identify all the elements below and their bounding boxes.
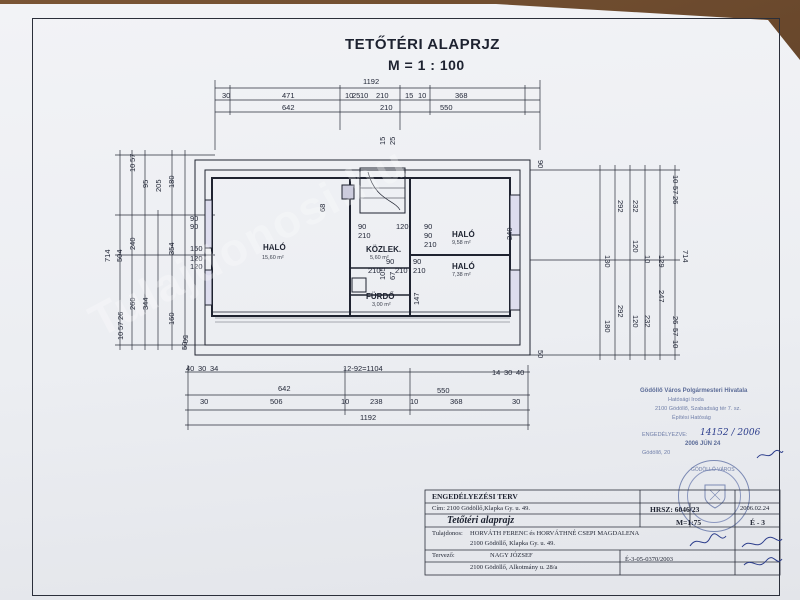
dim-top-total: 1192 [363,77,380,86]
dim-bottom-b-2: 10 [341,397,350,406]
tb-scale: M=1:75 [676,518,702,527]
dim-bottom-a-7: 40 [516,368,525,377]
dim-left-col-5: 150 [190,244,203,253]
room-halo-3-name: HALÓ [452,262,475,271]
tb-sheet-title: Tetőtéri alaprajz [447,515,515,526]
dim-left-small-11: 90 [190,222,199,231]
dim-top-left-0: 30 [222,91,231,100]
owner-signature [689,533,727,547]
tb-owner: HORVÁTH FERENC és HORVÁTHNÉ CSEPI MAGDAL… [470,530,640,537]
stamp-office: Gödöllő Város Polgármesteri Hivatala [640,388,748,394]
dim-bottom-a-4: 12-92=1104 [343,364,383,373]
stamp-address: 2100 Gödöllő, Szabadság tér 7. sz. [655,406,741,412]
dim-inner-7: 210 [368,266,381,275]
dim-inner-0: 90 [358,222,367,231]
dim-top-right-1: 550 [440,103,453,112]
tb-hrsz: HRSZ: 6046/23 [650,505,700,514]
room-halo-1-area: 15,60 m² [262,255,284,261]
dim-bottom-b-6: 30 [512,397,521,406]
dim-top-mid-0: 10 [345,91,354,100]
tb-designer: NAGY JÓZSEF [490,552,533,559]
dim-inner-2: 90 [424,222,433,231]
tb-date: 2006.02.24 [740,505,770,512]
dim-top-left-2: 642 [282,103,295,112]
dim-inner-5: 210 [424,240,437,249]
dim-bottom-a-6: 30 [504,368,513,377]
tb-license: É-3-05-0370/2003 [625,556,674,563]
stamp-permit-label: ENGEDÉLYEZVE: [642,432,688,438]
room-kozlekedo-name: KÖZLEK. [366,245,402,254]
dim-left-small-5: 90 [190,214,199,223]
dim-top-right-0: 368 [455,91,468,100]
tb-owner-label: Tulajdonos: [432,530,463,537]
stamp-date: 2006 JÚN 24 [685,441,721,447]
tb-owner-address: 2100 Gödöllő, Klapka Gy. u. 49. [470,540,555,547]
dim-top-mid-4: 210 [380,103,393,112]
dim-inner-9: 210 [413,266,426,275]
signature-mark [756,449,784,459]
dim-top-mid-2: 10 [360,91,369,100]
dim-inner-4: 90 [424,231,433,240]
tb-sheet-no: É - 3 [750,518,765,527]
room-halo-1-name: HALÓ [263,243,286,252]
tb-address: Cím: 2100 Gödöllő,Klapka Gy. u. 49. [432,505,530,512]
dim-inner-8: 90 [413,257,422,266]
dim-left-col-6: 120 [190,254,203,263]
stamp-office2: Hatósági Iroda [668,397,704,403]
room-kozlekedo-area: 5,60 m² [370,255,389,261]
dim-bottom-b-0: 30 [200,397,209,406]
seal-text: GÖDÖLLŐ VÁROS [691,467,735,473]
coat-of-arms-icon [704,484,726,509]
tb-designer-address: 2100 Gödöllő, Alkotmány u. 28/a [470,564,558,571]
room-halo-2-name: HALÓ [452,230,475,239]
dim-inner-3: 210 [358,231,371,240]
round-seal: GÖDÖLLŐ VÁROS [678,460,750,532]
dim-bottom-a-1: 30 [198,364,207,373]
dim-bottom-a-5: 14 [492,368,501,377]
drawing-title: TETŐTÉRI ALAPRJZ [345,36,500,53]
tb-plan-type: ENGEDÉLYEZÉSI TERV [432,492,518,501]
dim-inner-6: 90 [386,257,395,266]
dim-top-mid-6: 10 [418,91,427,100]
room-furdo-area: 3,00 m² [372,302,391,308]
stamp-place-label: Gödöllő, 20 [642,450,671,456]
room-halo-2-area: 9,58 m² [452,240,471,246]
room-furdo-name: FÜRDŐ [366,292,395,301]
dim-bottom-total: 1192 [360,413,377,422]
stamp-dept: Építési Hatóság [672,415,711,421]
drawing-frame [32,18,780,596]
room-halo-3-area: 7,38 m² [452,272,471,278]
dim-top-left-1: 471 [282,91,295,100]
dim-bottom-b-1: 506 [270,397,283,406]
dim-top-mid-1: 25 [352,91,361,100]
dim-bottom-b-3: 238 [370,397,383,406]
designer-signature [741,536,783,566]
dim-inner-11: 120 [190,262,203,271]
dim-inner-1: 120 [396,222,409,231]
dim-top-mid-5: 15 [405,91,414,100]
dim-bottom-b-7: 550 [437,386,450,395]
dim-bottom-b-5: 368 [450,397,463,406]
dim-top-mid-3: 210 [376,91,389,100]
dim-bottom-a-3: 642 [278,384,291,393]
dim-bottom-a-0: 40 [186,364,195,373]
dim-inner-12: 210 [395,266,408,275]
tb-designer-label: Tervező: [432,552,455,559]
drawing-scale: M = 1 : 100 [388,57,465,73]
dim-bottom-a-2: 34 [210,364,219,373]
dim-bottom-b-4: 10 [410,397,419,406]
stamp-permit-no: 14152 / 2006 [700,428,761,438]
